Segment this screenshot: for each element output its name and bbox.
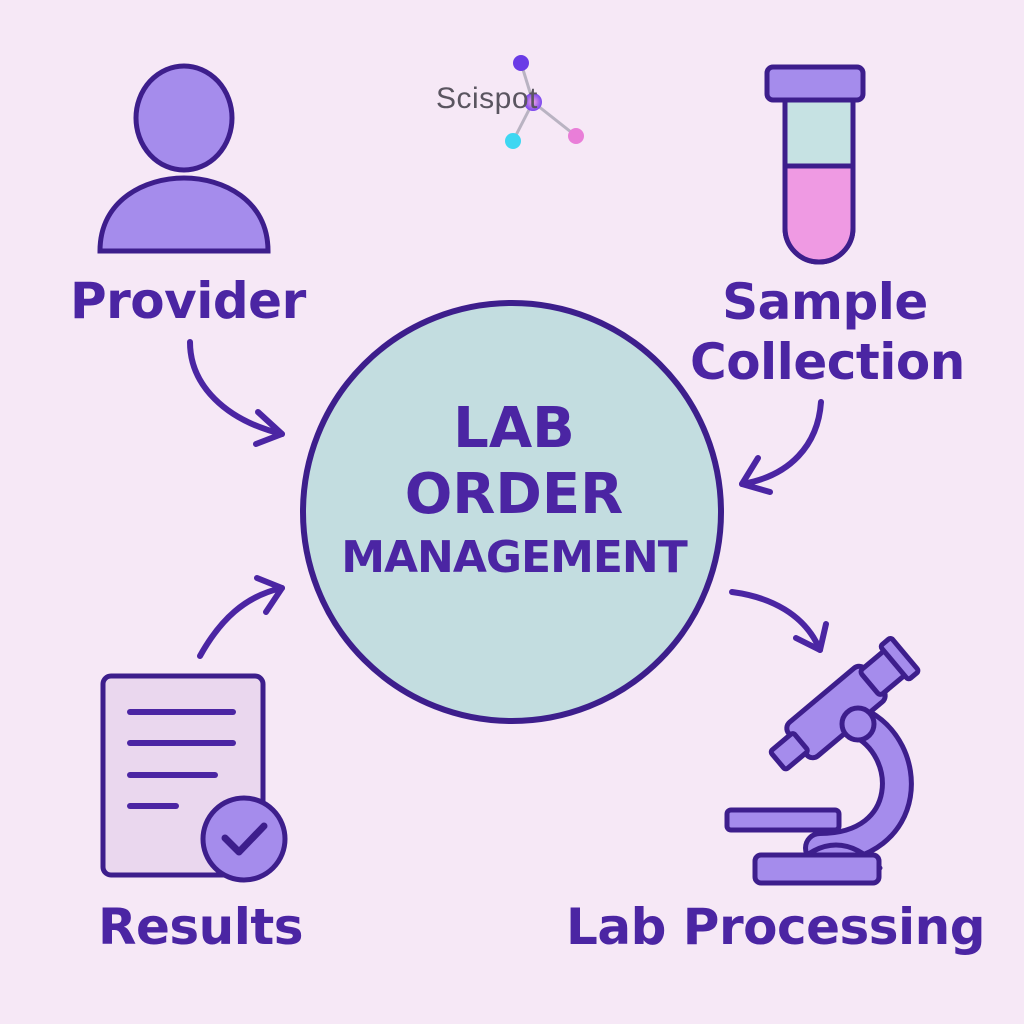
arrow-center-to-processing — [729, 589, 829, 653]
test-tube-icon — [764, 64, 866, 265]
arrow-sample-to-center — [739, 399, 824, 495]
logo-text: Scispot — [436, 82, 538, 115]
microscope-icon — [724, 636, 921, 886]
node-label-sample-collection: Sample Collection — [690, 273, 965, 391]
central-circle — [300, 300, 724, 724]
center-title-line3: MANAGEMENT — [341, 532, 688, 583]
central-title: LAB ORDER MANAGEMENT — [304, 396, 724, 588]
node-label-provider: Provider — [70, 272, 306, 330]
scispot-logo-icon — [505, 55, 584, 149]
center-title-line2: ORDER — [404, 462, 624, 527]
node-label-lab-processing: Lab Processing — [566, 898, 986, 956]
node-label-results: Results — [98, 898, 304, 956]
arrow-results-to-center — [197, 575, 285, 659]
person-icon — [97, 63, 271, 254]
center-title-line1: LAB — [453, 396, 575, 461]
arrow-provider-to-center — [187, 339, 285, 447]
document-check-icon — [100, 673, 288, 883]
